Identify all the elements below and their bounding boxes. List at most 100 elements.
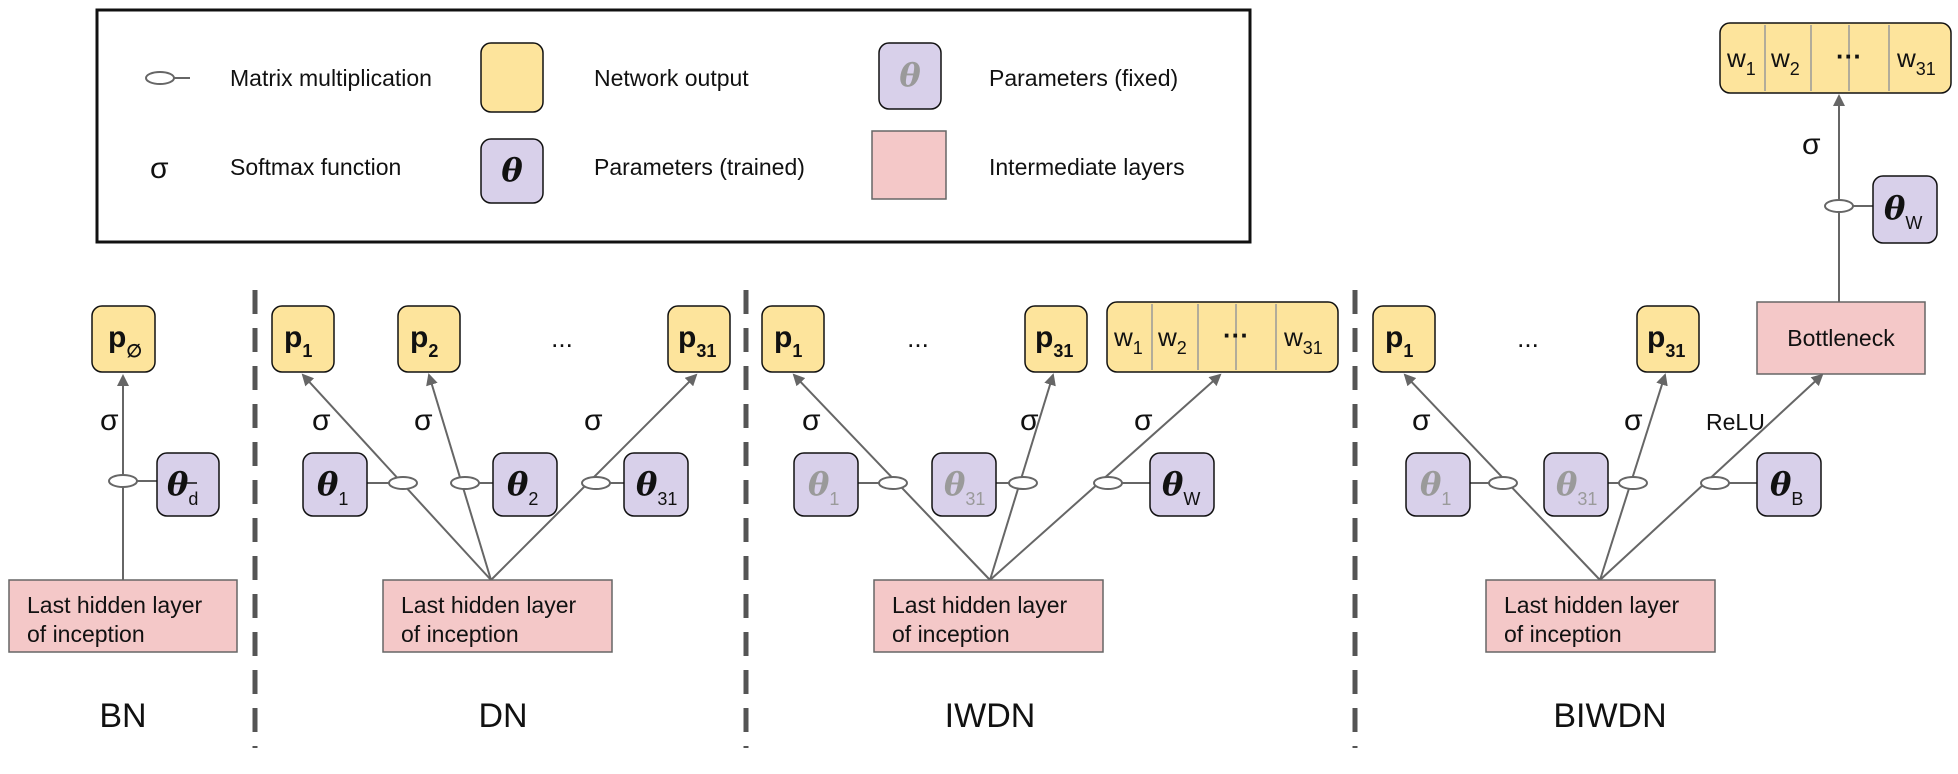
biwdn-bottleneck-label: Bottleneck [1787,325,1895,351]
biwdn-w31-main: w [1896,43,1916,73]
dn-output-31-main: p [678,321,696,354]
iwdn-w1-sub: 1 [1133,338,1143,358]
dn-output-node-2 [397,305,461,373]
iwdn-output-1-sub: 1 [792,341,802,361]
iwdn-w1-main: w [1113,322,1133,352]
iwdn-theta-w-icon: θ [1162,465,1184,503]
iwdn-output-node-31 [1024,305,1088,373]
svg-text:p1: p1 [284,321,312,361]
legend-output-label: Network output [594,65,749,91]
iwdn-output-1-main: p [774,321,792,354]
legend-matmul-label: Matrix multiplication [230,65,432,91]
legend-frame [95,8,1252,244]
dn-theta-31-icon: θ [636,465,658,503]
biwdn-title: BIWDN [1553,697,1666,735]
biwdn-relu-label: ReLU [1706,409,1765,435]
dn-output-2-sub: 2 [428,341,438,361]
dn-output-1-sub: 1 [302,341,312,361]
biwdn-theta-fixed-31-icon: θ [1556,465,1578,503]
iwdn-hidden-line1: Last hidden layer [892,592,1068,618]
panel-iwdn: p1 ... p31 w1 w2 ··· w31 σ σ σ θ1 θ31 θW… [761,301,1339,735]
svg-text:θW: θW [1162,465,1200,509]
iwdn-sigma-1: σ [802,404,821,437]
bn-output-sub: ∅ [126,341,142,361]
svg-text:w2: w2 [1157,322,1187,358]
bn-hidden-line1: Last hidden layer [27,592,203,618]
biwdn-param-fixed-node-1 [1405,452,1471,517]
legend-softmax-symbol: σ [150,152,169,185]
dn-param-31-sub: 31 [657,489,677,509]
biwdn-hidden-line1: Last hidden layer [1504,592,1680,618]
biwdn-sigma-w: σ [1802,128,1821,161]
bn-param-sub: d [188,489,198,509]
biwdn-output-1-sub: 1 [1403,341,1413,361]
biwdn-bottleneck-node [1756,301,1926,375]
legend-intermediate-label: Intermediate layers [989,154,1185,180]
iwdn-output-ellipsis: ... [907,323,929,353]
iwdn-w31-main: w [1283,322,1303,352]
biwdn-weights-ellipsis: ··· [1836,41,1862,71]
iwdn-param-w-sub: W [1183,489,1200,509]
biwdn-theta-w-icon: θ [1884,189,1906,227]
dn-theta-1-icon: θ [317,465,339,503]
svg-text:θ1: θ1 [808,465,839,509]
iwdn-hidden-layer [873,579,1104,653]
svg-text:p∅: p∅ [108,321,142,361]
svg-text:θ1: θ1 [1420,465,1451,509]
biwdn-param-w-node [1872,175,1938,244]
biwdn-sigma-31: σ [1624,404,1643,437]
dn-param-node-1 [302,452,368,517]
dn-output-ellipsis: ... [551,323,573,353]
dn-title: DN [478,697,527,735]
legend-theta-fixed-icon: θ [899,56,921,94]
svg-text:p31: p31 [678,321,716,361]
bn-output-main: p [108,321,126,354]
biwdn-w1-main: w [1726,43,1746,73]
biwdn-w2-main: w [1770,43,1790,73]
panel-bn: p∅ σ θd Last hidden layer of inception B… [8,305,238,735]
biwdn-hidden-line2: of inception [1504,621,1622,647]
dn-param-2-sub: 2 [528,489,538,509]
iwdn-matmul-icon-1 [878,476,908,490]
biwdn-param-fixed-node-31 [1543,452,1609,517]
biwdn-matmul-icon-b [1700,476,1730,490]
legend-param-fixed-swatch [878,42,942,110]
dn-theta-2-icon: θ [507,465,529,503]
svg-text:w31: w31 [1896,43,1936,79]
iwdn-title: IWDN [945,697,1036,735]
biwdn-output-31-sub: 31 [1665,341,1685,361]
biwdn-theta-fixed-1-icon: θ [1420,465,1442,503]
biwdn-output-node-1 [1372,305,1436,373]
biwdn-output-1-main: p [1385,321,1403,354]
dn-param-1-sub: 1 [338,489,348,509]
biwdn-param-b-sub: B [1791,489,1803,509]
bn-sigma: σ [100,404,119,437]
iwdn-theta-fixed-31-icon: θ [944,465,966,503]
dn-hidden-layer [382,579,613,653]
svg-text:θ31: θ31 [944,465,985,509]
bn-param-node [156,452,220,517]
iwdn-param-fixed-node-31 [931,452,997,517]
iwdn-w2-sub: 2 [1177,338,1187,358]
legend-param-fixed-label: Parameters (fixed) [989,65,1178,91]
svg-text:θ31: θ31 [636,465,677,509]
iwdn-sigma-w: σ [1134,404,1153,437]
biwdn-w1-sub: 1 [1746,59,1756,79]
bn-hidden-layer [8,579,238,653]
legend-softmax-label: Softmax function [230,154,401,180]
legend: Matrix multiplication σ Softmax function… [95,8,1252,244]
svg-text:w31: w31 [1283,322,1323,358]
svg-text:w2: w2 [1770,43,1800,79]
svg-text:p1: p1 [774,321,802,361]
dn-output-1-main: p [284,321,302,354]
biwdn-param-w-sub: W [1905,213,1922,233]
iwdn-param-fixed-31-sub: 31 [965,489,985,509]
bn-hidden-line2: of inception [27,621,145,647]
svg-text:w1: w1 [1113,322,1143,358]
svg-text:p31: p31 [1035,321,1073,361]
bn-title: BN [99,697,146,735]
dn-sigma-31: σ [584,404,603,437]
svg-text:p2: p2 [410,321,438,361]
biwdn-w31-sub: 31 [1916,59,1936,79]
